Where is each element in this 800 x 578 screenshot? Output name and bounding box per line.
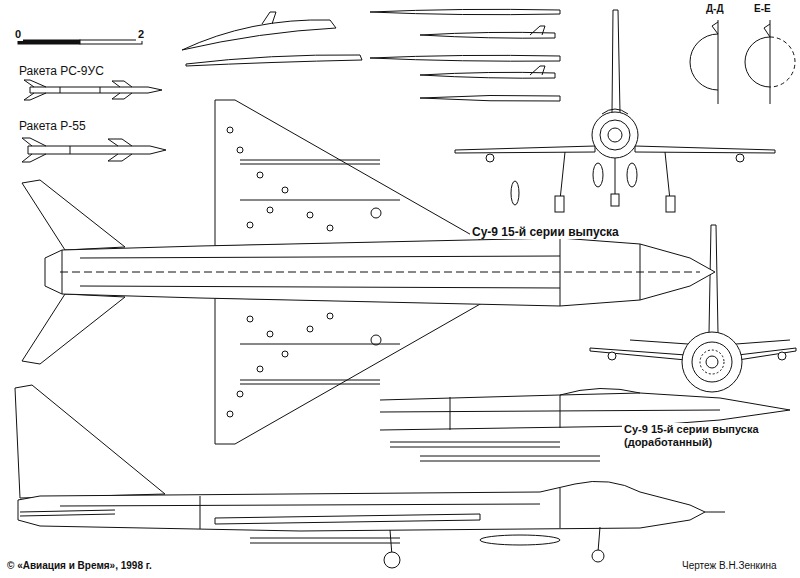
section-dd: [690, 20, 718, 104]
missile-label: Ракета РС-9УС: [17, 64, 106, 78]
missile-label: Ракета Р-55: [17, 119, 88, 133]
scale-number: 0: [13, 28, 23, 41]
front-view: [455, 10, 775, 212]
side-view: [15, 385, 725, 568]
missile-r55: [22, 138, 166, 162]
copyright-note: © «Авиация и Время», 1998 г.: [5, 560, 154, 572]
pylon-profiles: [182, 9, 560, 101]
section-label: Е-Е: [752, 3, 773, 15]
author-note: Чертеж В.Н.Зенкина: [680, 560, 779, 572]
missile-rs9us: [24, 80, 162, 100]
section-label: Д-Д: [704, 3, 726, 15]
view-label: Су-9 15-й серии выпуска (доработанный): [622, 423, 796, 449]
plan-view: [22, 100, 715, 444]
scale-bar: [18, 40, 142, 44]
section-ee: [745, 20, 795, 104]
scale-number: 2: [136, 28, 146, 41]
view-label: Су-9 15-й серии выпуска: [470, 225, 621, 239]
